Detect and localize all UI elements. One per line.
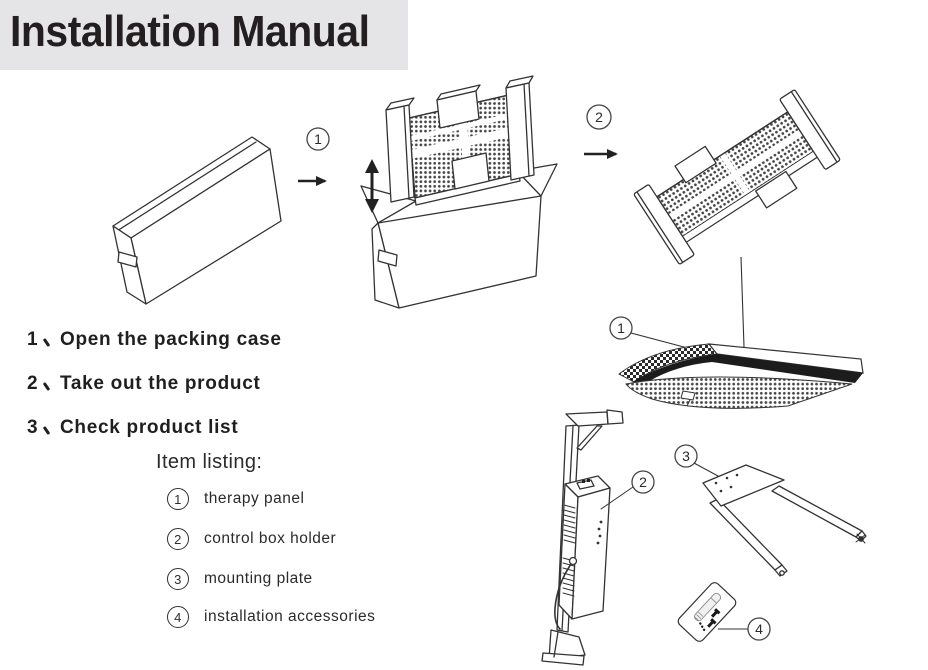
list-item-mounting-plate: 3 mounting plate	[167, 568, 313, 590]
step-2-number: 2	[595, 109, 603, 125]
step-number: 2	[27, 373, 39, 394]
ideographic-comma	[42, 381, 51, 392]
packing-case-drawing	[112, 136, 282, 305]
part-2-number: 2	[639, 474, 647, 490]
circled-number: 1	[167, 488, 189, 510]
page-title: Installation Manual	[10, 7, 370, 56]
step-item-1: 1 Open the packing case	[27, 330, 282, 349]
boxed-panel-drawing	[365, 75, 535, 213]
item-label: control box holder	[204, 530, 337, 548]
list-item-control-box-holder: 2 control box holder	[167, 528, 336, 550]
list-item-installation-accessories: 4 installation accessories	[167, 606, 375, 628]
mounting-plate-drawing: 3	[674, 444, 867, 577]
arrow-up-down-icon	[365, 159, 379, 213]
step-text: Check product list	[60, 417, 239, 438]
part-1-number: 1	[617, 320, 625, 336]
step-text: Open the packing case	[60, 329, 282, 350]
ideographic-comma	[42, 425, 51, 436]
step-1-number: 1	[314, 131, 322, 147]
part-4-number: 4	[755, 621, 763, 637]
unboxed-panel-drawing	[633, 89, 841, 265]
item-label: therapy panel	[204, 490, 305, 508]
item-label: installation accessories	[204, 608, 376, 626]
control-box-holder-drawing: 2	[541, 409, 655, 666]
step-1-marker: 1	[298, 127, 330, 186]
circled-number: 2	[167, 528, 189, 550]
step-number: 1	[27, 329, 39, 350]
step-text: Take out the product	[60, 373, 261, 394]
step-2-marker: 2	[584, 104, 618, 159]
item-label: mounting plate	[204, 570, 313, 588]
accessories-drawing: 4	[677, 582, 771, 642]
circled-number: 4	[167, 606, 189, 628]
step-item-3: 3 Check product list	[27, 418, 238, 437]
therapy-panel-drawing: 1	[609, 316, 864, 409]
circled-number: 3	[167, 568, 189, 590]
leader-line	[740, 256, 745, 348]
part-3-number: 3	[682, 448, 690, 464]
list-item-therapy-panel: 1 therapy panel	[167, 488, 304, 510]
item-listing-heading: Item listing:	[156, 451, 263, 473]
ideographic-comma	[42, 337, 51, 348]
title-bar: Installation Manual	[0, 0, 408, 70]
step-number: 3	[27, 417, 39, 438]
step-item-2: 2 Take out the product	[27, 374, 260, 393]
